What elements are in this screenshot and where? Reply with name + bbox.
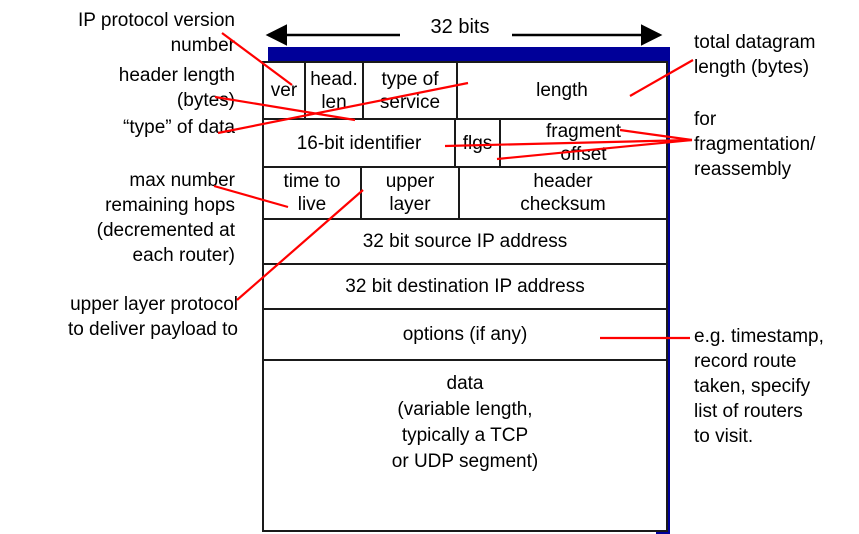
field-length: length — [536, 80, 588, 101]
width-label-32-bits: 32 bits — [430, 16, 490, 38]
field-ver: ver — [264, 63, 306, 118]
drop-shadow-top — [268, 47, 670, 61]
annotation-total-datagram-length: total datagram length (bytes) — [694, 32, 816, 78]
field-destination-ip: 32 bit destination IP address — [345, 276, 585, 297]
field-data: data (variable length, typically a TCP o… — [391, 373, 539, 472]
table-row: 16-bit identifier flgs fragment offset — [264, 120, 666, 168]
field-flgs: flgs — [456, 120, 501, 166]
field-fragment-offset: fragment offset — [546, 121, 621, 165]
annotation-header-length: header length (bytes) — [118, 65, 235, 111]
field-type-of-service: type of service — [364, 63, 458, 118]
table-row: 32 bit destination IP address — [264, 265, 666, 310]
field-header-checksum: header checksum — [520, 171, 606, 215]
annotation-options-examples: e.g. timestamp, record route taken, spec… — [694, 326, 824, 447]
field-source-ip: 32 bit source IP address — [362, 231, 568, 252]
field-options: options (if any) — [402, 324, 528, 345]
annotation-upper-layer-protocol: upper layer protocol to deliver payload … — [67, 294, 238, 340]
table-row: time to live upper layer header checksum — [264, 168, 666, 220]
annotation-time-to-live: max number remaining hops (decremented a… — [96, 170, 235, 266]
field-upper-layer: upper layer — [362, 168, 460, 218]
field-identifier: 16-bit identifier — [264, 120, 456, 166]
ip-datagram-table: ver head. len type of service length 16-… — [262, 61, 668, 532]
annotation-ip-version: IP protocol version number — [77, 10, 235, 56]
annotation-fragmentation: for fragmentation/ reassembly — [694, 109, 816, 180]
table-row: ver head. len type of service length — [264, 63, 666, 120]
table-row: options (if any) — [264, 310, 666, 361]
table-row: data (variable length, typically a TCP o… — [264, 361, 666, 534]
table-row: 32 bit source IP address — [264, 220, 666, 265]
field-time-to-live: time to live — [264, 168, 362, 218]
field-head-len: head. len — [306, 63, 364, 118]
annotation-type-of-data: “type” of data — [123, 117, 235, 138]
